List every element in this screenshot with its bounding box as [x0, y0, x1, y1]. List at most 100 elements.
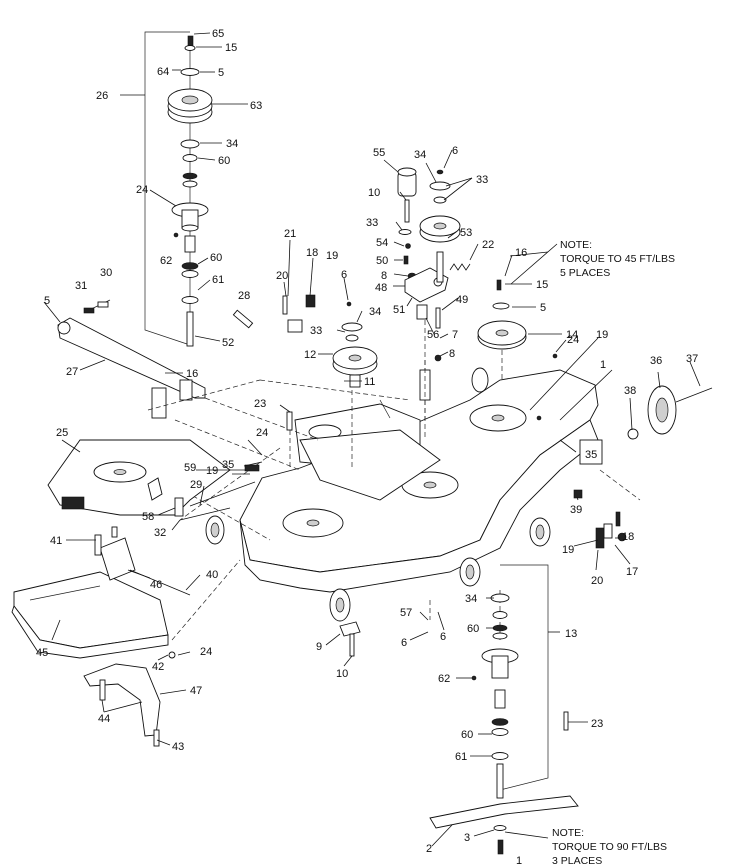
- pulley-14-group: [477, 279, 527, 420]
- center-idler-assembly: [397, 167, 471, 440]
- callout-35: 35: [222, 459, 234, 471]
- callout-59: 59: [184, 462, 196, 474]
- pulley-12-group: [282, 294, 378, 388]
- callout-6: 6: [341, 269, 347, 281]
- callout-45: 45: [36, 647, 48, 659]
- callout-16: 16: [186, 368, 198, 380]
- callout-52: 52: [222, 337, 234, 349]
- callout-10: 10: [368, 187, 380, 199]
- callout-62b: 62: [438, 673, 450, 685]
- callout-28: 28: [238, 290, 250, 302]
- callout-46: 46: [150, 579, 162, 591]
- callout-23: 23: [254, 398, 266, 410]
- callout-19c: 19: [206, 465, 218, 477]
- callout-6b: 6: [452, 145, 458, 157]
- callout-60c: 60: [467, 623, 479, 635]
- callout-34d: 34: [465, 593, 477, 605]
- callout-24d: 24: [200, 646, 212, 658]
- callout-20b: 20: [591, 575, 603, 587]
- callout-34: 34: [226, 138, 238, 150]
- callout-8b: 8: [449, 348, 455, 360]
- note-45-line-1: NOTE:: [560, 239, 592, 251]
- callout-27: 27: [66, 366, 78, 378]
- callout-20: 20: [276, 270, 288, 282]
- callout-33b: 33: [476, 174, 488, 186]
- callout-35b: 35: [585, 449, 597, 461]
- callout-51: 51: [393, 304, 405, 316]
- callout-58: 58: [142, 511, 154, 523]
- callout-41: 41: [50, 535, 62, 547]
- callout-10b: 10: [336, 668, 348, 680]
- callout-64: 64: [157, 66, 169, 78]
- callout-26: 26: [96, 90, 108, 102]
- callout-60d: 60: [461, 729, 473, 741]
- note-90-line-1: NOTE:: [552, 827, 584, 839]
- callout-40: 40: [206, 569, 218, 581]
- callout-3: 3: [464, 832, 470, 844]
- callout-15b: 15: [536, 279, 548, 291]
- note-45-line-2: TORQUE TO 45 FT/LBS: [560, 253, 675, 265]
- callout-1b: 1: [516, 855, 522, 866]
- chute-bracket: [83, 651, 176, 747]
- right-hardware: [286, 353, 627, 549]
- callout-5: 5: [218, 67, 224, 79]
- callout-18: 18: [306, 247, 318, 259]
- callout-62: 62: [160, 255, 172, 267]
- note-90-line-3: 3 PLACES: [552, 855, 602, 866]
- callout-16b: 16: [515, 247, 527, 259]
- callout-13: 13: [565, 628, 577, 640]
- callout-55: 55: [373, 147, 385, 159]
- callout-14: 14: [566, 329, 578, 341]
- callout-36: 36: [650, 355, 662, 367]
- callout-8: 8: [381, 270, 387, 282]
- callout-61b: 61: [455, 751, 467, 763]
- callout-65: 65: [212, 28, 224, 40]
- callout-7: 7: [452, 329, 458, 341]
- callout-22: 22: [482, 239, 494, 251]
- callout-42: 42: [152, 661, 164, 673]
- callout-48: 48: [375, 282, 387, 294]
- callout-63: 63: [250, 100, 262, 112]
- callout-2: 2: [426, 843, 432, 855]
- callout-5b: 5: [44, 295, 50, 307]
- callout-6c: 6: [401, 637, 407, 649]
- callout-34b: 34: [369, 306, 381, 318]
- callout-32: 32: [154, 527, 166, 539]
- callout-39: 39: [570, 504, 582, 516]
- callout-33c: 33: [366, 217, 378, 229]
- callout-5c: 5: [540, 302, 546, 314]
- callout-54: 54: [376, 237, 388, 249]
- callout-61: 61: [212, 274, 224, 286]
- callout-43: 43: [172, 741, 184, 753]
- callout-50: 50: [376, 255, 388, 267]
- note-90-line-2: TORQUE TO 90 FT/LBS: [552, 841, 667, 853]
- callout-31: 31: [75, 280, 87, 292]
- callout-19b: 19: [596, 329, 608, 341]
- callout-25: 25: [56, 427, 68, 439]
- callout-19: 19: [326, 250, 338, 262]
- right-spindle-assembly: [429, 564, 579, 855]
- baffle-plate: [47, 439, 231, 517]
- callout-30: 30: [100, 267, 112, 279]
- left-spindle-assembly: [144, 31, 213, 347]
- callout-24: 24: [136, 184, 148, 196]
- callout-23b: 23: [591, 718, 603, 730]
- callout-37: 37: [686, 353, 698, 365]
- callout-24c: 24: [256, 427, 268, 439]
- callout-1: 1: [600, 359, 606, 371]
- callout-47: 47: [190, 685, 202, 697]
- callout-24b: 24: [567, 334, 579, 346]
- callout-60b: 60: [210, 252, 222, 264]
- callout-18b: 18: [622, 531, 634, 543]
- discharge-chute: [11, 526, 169, 659]
- callout-38: 38: [624, 385, 636, 397]
- callout-6d: 6: [440, 631, 446, 643]
- callout-53: 53: [460, 227, 472, 239]
- callout-57: 57: [400, 607, 412, 619]
- callout-19d: 19: [562, 544, 574, 556]
- callout-17: 17: [626, 566, 638, 578]
- note-45-line-3: 5 PLACES: [560, 267, 610, 279]
- callout-21: 21: [284, 228, 296, 240]
- callout-12: 12: [304, 349, 316, 361]
